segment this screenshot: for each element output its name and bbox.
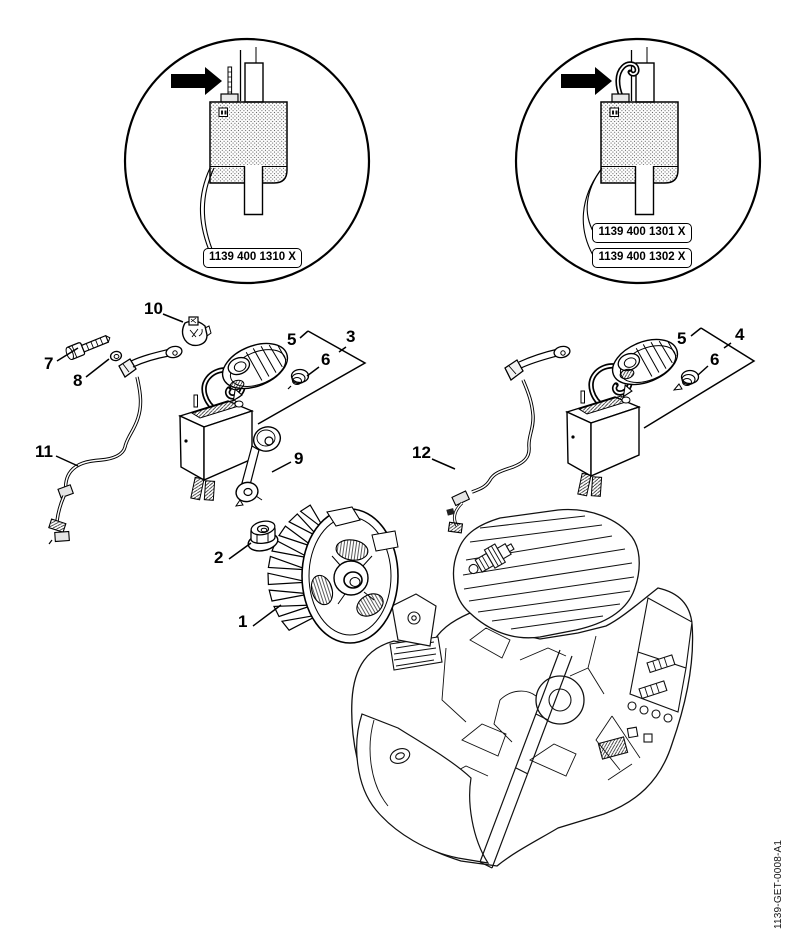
drawing-number: 1139-GET-0008-A1 — [773, 839, 784, 929]
wire-harness-right-drawing — [446, 345, 571, 534]
washer-drawing — [109, 350, 123, 362]
callout-4: 4 — [735, 325, 745, 344]
callout-6-left: 6 — [321, 350, 331, 369]
ignition-module-right-drawing — [565, 363, 641, 497]
part-number-label[interactable]: 1139 400 1302 X — [592, 248, 692, 268]
part-number-label[interactable]: 1139 400 1301 X — [592, 223, 692, 243]
flywheel-drawing — [267, 504, 399, 644]
callout-5-right: 5 — [677, 329, 687, 348]
cover-right-drawing — [611, 338, 679, 398]
engine-drawing — [351, 508, 694, 869]
callout-9: 9 — [294, 449, 304, 468]
callout-5-left: 5 — [287, 330, 297, 349]
callout-3: 3 — [346, 327, 356, 346]
link-drawing — [234, 426, 282, 507]
callout-8: 8 — [73, 371, 83, 390]
inset-detail-right — [514, 37, 762, 285]
spring-right-drawing — [672, 369, 700, 391]
callout-2: 2 — [214, 548, 224, 567]
spark-plug-drawing — [468, 543, 515, 575]
inset-detail-left — [123, 37, 371, 285]
ignition-module-left-drawing — [178, 367, 254, 501]
callout-7: 7 — [44, 354, 54, 373]
arrow-icon — [171, 67, 222, 95]
spring-left-drawing — [287, 368, 310, 390]
cylinder-drawing — [452, 508, 640, 639]
ignition-terminal-wire — [611, 61, 640, 103]
screw-drawing — [65, 334, 111, 361]
clamp-drawing — [181, 316, 212, 347]
callout-10: 10 — [144, 299, 163, 318]
cover-left-drawing — [221, 342, 289, 402]
part-number-label[interactable]: 1139 400 1310 X — [203, 248, 302, 268]
leader-lines — [55, 313, 756, 627]
arrow-icon — [561, 67, 612, 95]
callout-12: 12 — [412, 443, 431, 462]
wire-harness-left-drawing — [48, 345, 183, 545]
callout-11: 11 — [35, 442, 53, 461]
callout-1: 1 — [238, 612, 248, 631]
flywheel-nut-drawing — [247, 520, 279, 552]
callout-6-right: 6 — [710, 350, 720, 369]
